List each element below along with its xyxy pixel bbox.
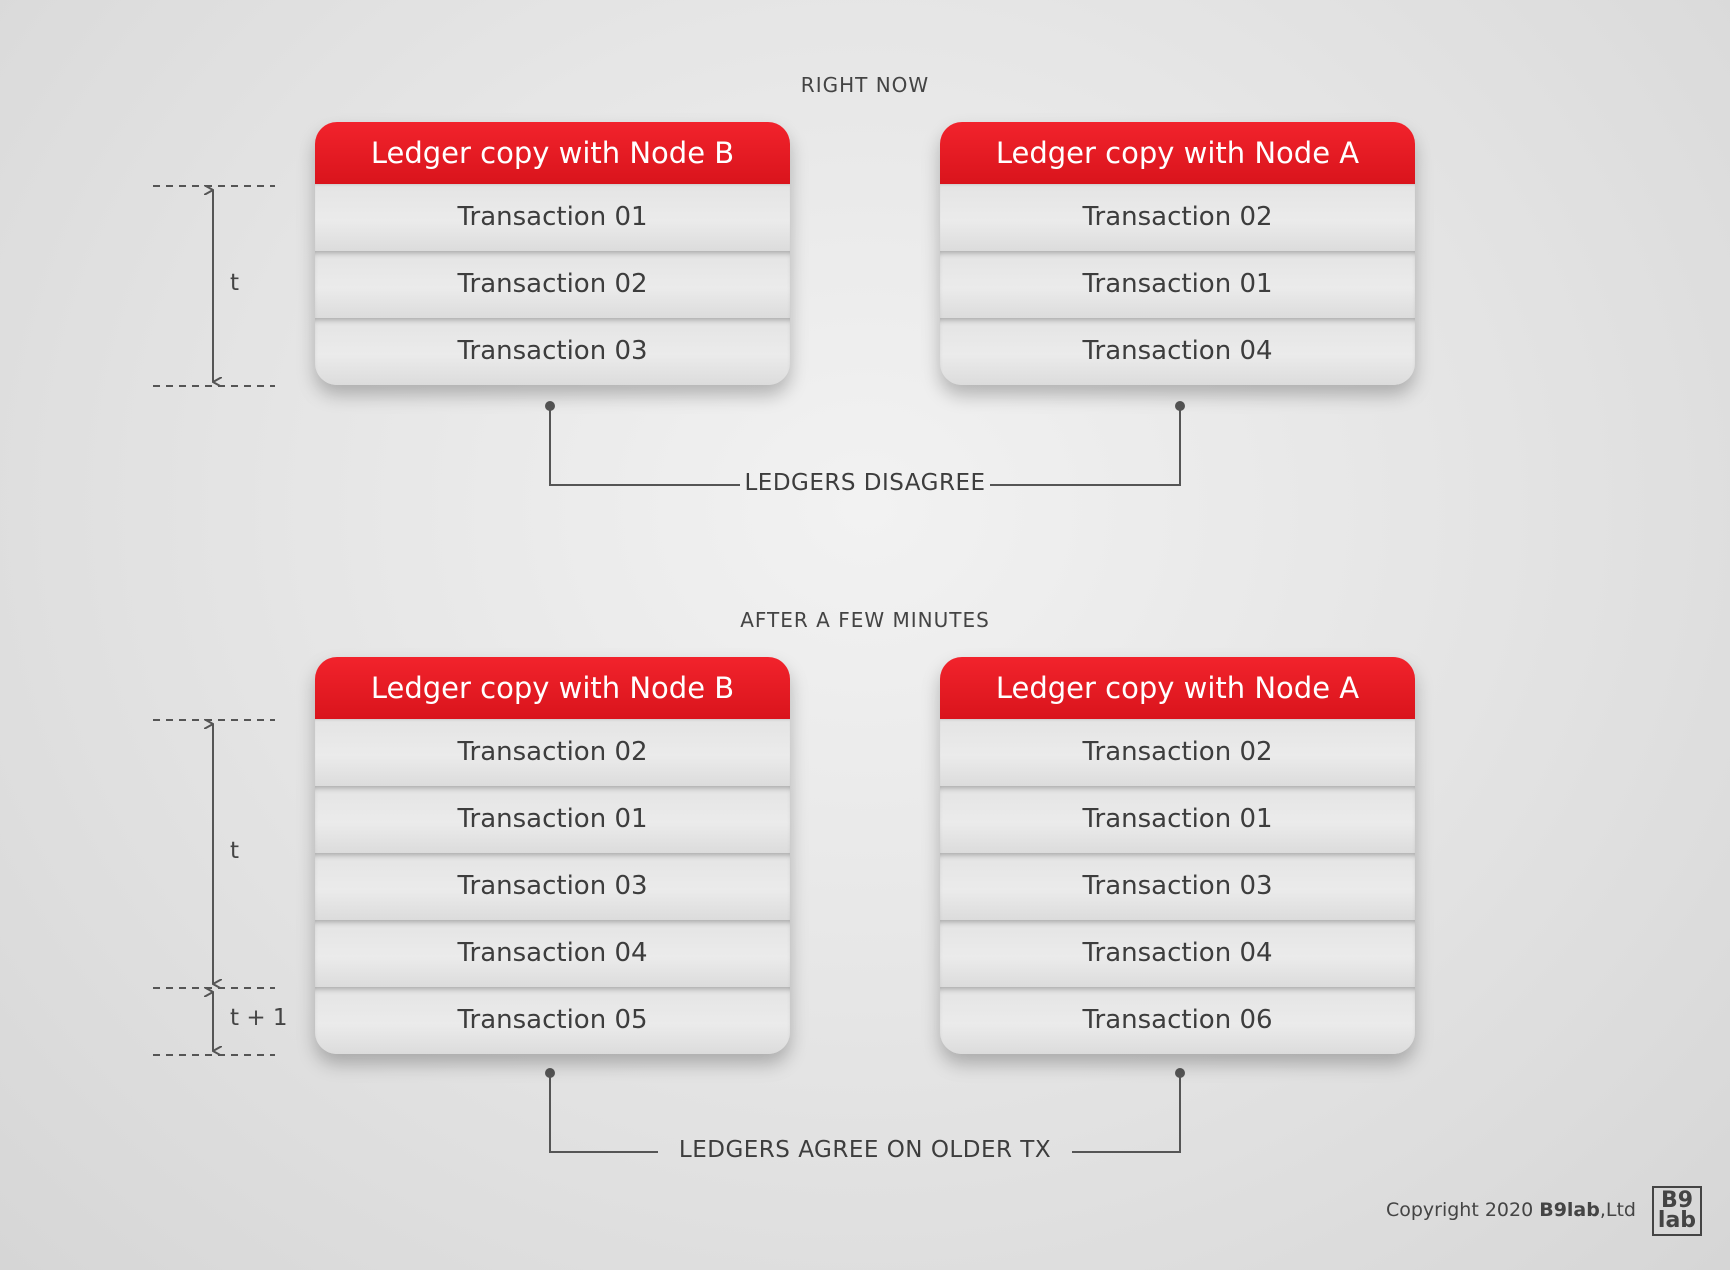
ledgers-disagree-note: LEDGERS DISAGREE <box>744 470 986 496</box>
transaction-row: Transaction 03 <box>315 853 790 920</box>
bottom-connector <box>545 1068 1185 1153</box>
ledgers-agree-note: LEDGERS AGREE ON OLDER TX <box>678 1137 1052 1163</box>
ledger-card-node-b-bottom: Ledger copy with Node B Transaction 02 T… <box>315 657 790 1054</box>
time-label-t-plus-1: t + 1 <box>230 1005 288 1031</box>
ledger-card-node-b-top: Ledger copy with Node B Transaction 01 T… <box>315 122 790 385</box>
transaction-row: Transaction 02 <box>940 184 1415 251</box>
b9lab-logo: B9 lab <box>1652 1186 1702 1236</box>
copyright-brand: B9lab <box>1539 1199 1600 1221</box>
section-label-right-now: RIGHT NOW <box>800 73 930 97</box>
transaction-row: Transaction 04 <box>315 920 790 987</box>
ledger-title: Ledger copy with Node B <box>315 657 790 719</box>
transaction-row: Transaction 03 <box>315 318 790 385</box>
bottom-dimension <box>153 719 275 1056</box>
logo-line1: B9 <box>1660 1188 1694 1213</box>
time-label-t: t <box>230 838 240 864</box>
transaction-row: Transaction 02 <box>315 251 790 318</box>
time-label-t: t <box>230 270 240 296</box>
copyright-text: Copyright 2020 B9lab,Ltd <box>1300 1199 1636 1221</box>
transaction-row: Transaction 01 <box>315 184 790 251</box>
transaction-row: Transaction 04 <box>940 920 1415 987</box>
transaction-row: Transaction 02 <box>940 719 1415 786</box>
transaction-row: Transaction 02 <box>315 719 790 786</box>
transaction-row: Transaction 01 <box>940 251 1415 318</box>
section-label-after-few-minutes: AFTER A FEW MINUTES <box>740 608 990 632</box>
top-dimension <box>153 185 275 387</box>
ledger-title: Ledger copy with Node A <box>940 122 1415 184</box>
ledger-title: Ledger copy with Node B <box>315 122 790 184</box>
transaction-row: Transaction 05 <box>315 987 790 1054</box>
top-connector <box>545 401 1185 486</box>
transaction-row: Transaction 01 <box>315 786 790 853</box>
ledger-card-node-a-top: Ledger copy with Node A Transaction 02 T… <box>940 122 1415 385</box>
transaction-row: Transaction 04 <box>940 318 1415 385</box>
ledger-card-node-a-bottom: Ledger copy with Node A Transaction 02 T… <box>940 657 1415 1054</box>
copyright-prefix: Copyright 2020 <box>1385 1199 1540 1221</box>
transaction-row: Transaction 03 <box>940 853 1415 920</box>
transaction-row: Transaction 06 <box>940 987 1415 1054</box>
copyright-suffix: ,Ltd <box>1599 1199 1636 1221</box>
ledger-title: Ledger copy with Node A <box>940 657 1415 719</box>
transaction-row: Transaction 01 <box>940 786 1415 853</box>
logo-line2: lab <box>1657 1208 1697 1233</box>
